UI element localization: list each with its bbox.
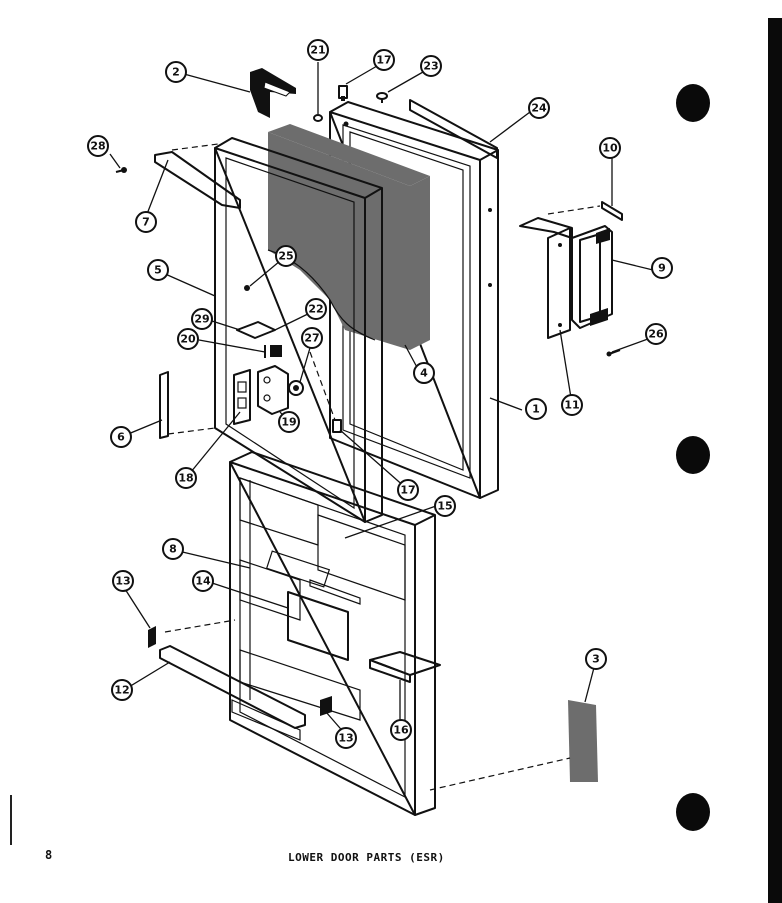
svg-text:25: 25 — [278, 250, 293, 263]
svg-text:2: 2 — [172, 66, 180, 79]
callout-3: 3 — [585, 648, 607, 670]
svg-text:9: 9 — [658, 262, 666, 275]
callout-8: 8 — [162, 538, 184, 560]
callout-7: 7 — [135, 211, 157, 233]
callout-9: 9 — [651, 257, 673, 279]
svg-text:26: 26 — [648, 328, 664, 341]
svg-text:17: 17 — [400, 484, 415, 497]
callout-4: 4 — [413, 362, 435, 384]
part-top-bracket — [250, 68, 296, 118]
svg-text:10: 10 — [602, 142, 618, 155]
svg-text:19: 19 — [281, 416, 296, 429]
part-hinge-hardware — [233, 285, 304, 425]
callout-29: 29 — [191, 308, 213, 330]
svg-text:5: 5 — [154, 264, 162, 277]
svg-text:6: 6 — [117, 431, 125, 444]
callout-22: 22 — [305, 298, 327, 320]
part-door-liner-frame — [214, 137, 383, 523]
svg-text:1: 1 — [532, 403, 540, 416]
svg-text:28: 28 — [90, 140, 105, 153]
svg-text:4: 4 — [420, 367, 428, 380]
callout-24: 24 — [528, 97, 550, 119]
svg-text:15: 15 — [437, 500, 452, 513]
svg-text:13: 13 — [115, 575, 130, 588]
callout-21: 21 — [307, 39, 329, 61]
svg-text:8: 8 — [169, 543, 177, 556]
svg-text:3: 3 — [592, 653, 600, 666]
svg-text:20: 20 — [180, 333, 196, 346]
callout-10: 10 — [599, 137, 621, 159]
callout-12: 12 — [111, 679, 133, 701]
part-top-trim-strip — [409, 99, 498, 159]
svg-text:21: 21 — [310, 44, 325, 57]
part-door-handle — [519, 201, 623, 357]
callout-20: 20 — [177, 328, 199, 350]
part-foam-pad — [568, 700, 598, 782]
page-number: 8 — [45, 848, 53, 862]
callout-1: 1 — [525, 398, 547, 420]
callout-5: 5 — [147, 259, 169, 281]
callout-13-left: 13 — [112, 570, 134, 592]
callout-2: 2 — [165, 61, 187, 83]
svg-text:11: 11 — [564, 399, 579, 412]
callout-14: 14 — [192, 570, 214, 592]
callout-27: 27 — [301, 327, 323, 349]
svg-text:14: 14 — [195, 575, 211, 588]
part-small-fasteners — [115, 85, 388, 433]
svg-text:18: 18 — [178, 472, 193, 485]
callout-25-left: 25 — [275, 245, 297, 267]
callout-13-bottom: 13 — [335, 727, 357, 749]
svg-text:7: 7 — [142, 216, 150, 229]
punch-hole-top — [676, 84, 710, 122]
part-clips — [148, 626, 332, 716]
callout-18: 18 — [175, 467, 197, 489]
callout-6: 6 — [110, 426, 132, 448]
svg-text:29: 29 — [194, 313, 209, 326]
callout-19: 19 — [278, 411, 300, 433]
svg-text:17: 17 — [376, 54, 391, 67]
part-top-hinge-plate — [154, 151, 241, 209]
svg-text:22: 22 — [308, 303, 323, 316]
callout-17-top: 17 — [373, 49, 395, 71]
callout-15: 15 — [434, 495, 456, 517]
svg-text:23: 23 — [423, 60, 438, 73]
punch-hole-middle — [676, 436, 710, 474]
callout-16: 16 — [390, 719, 412, 741]
callout-26-right: 26 — [645, 323, 667, 345]
svg-text:13: 13 — [338, 732, 353, 745]
svg-text:12: 12 — [114, 684, 129, 697]
svg-text:24: 24 — [531, 102, 547, 115]
diagram-caption: LOWER DOOR PARTS (ESR) — [288, 851, 445, 864]
svg-text:16: 16 — [393, 724, 409, 737]
binding-edge-bar — [768, 18, 782, 903]
part-side-strip — [159, 371, 169, 439]
scan-edge-mark — [10, 795, 12, 845]
callout-17-bottom: 17 — [397, 479, 419, 501]
callout-11: 11 — [561, 394, 583, 416]
part-lower-trim-strip — [159, 645, 306, 729]
part-lower-door-panel — [229, 451, 436, 816]
svg-text:27: 27 — [304, 332, 319, 345]
part-tray — [369, 651, 441, 683]
callout-23: 23 — [420, 55, 442, 77]
callout-28: 28 — [87, 135, 109, 157]
punch-hole-bottom — [676, 793, 710, 831]
